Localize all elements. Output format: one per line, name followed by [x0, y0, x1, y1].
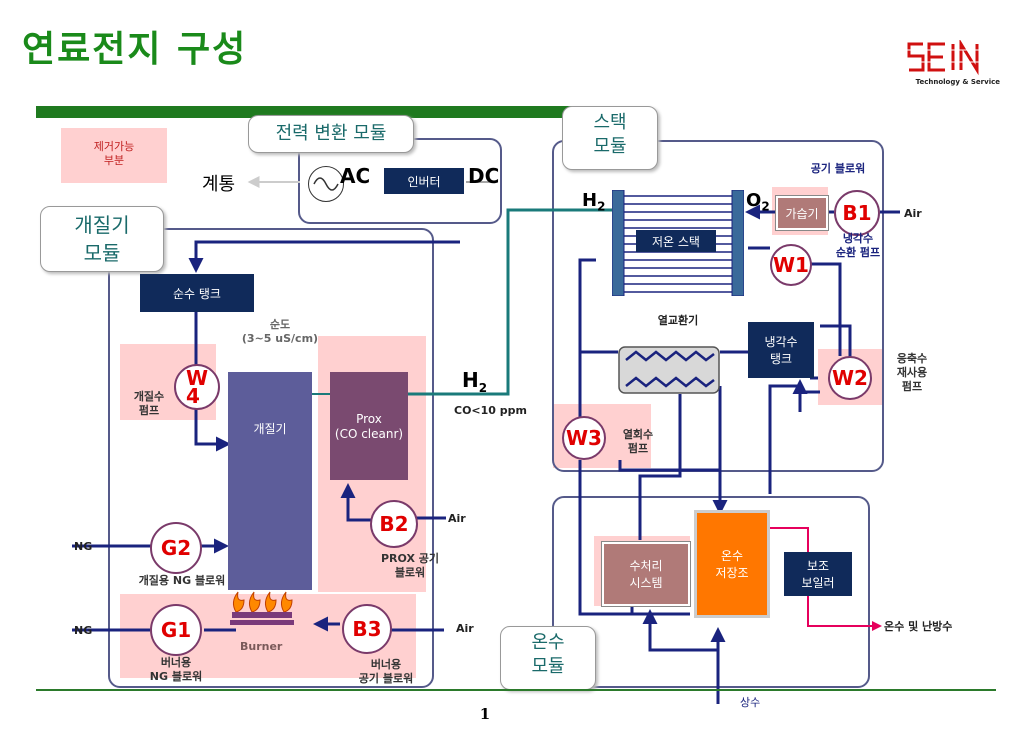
burner-flame-icon [228, 590, 296, 630]
w1-pump: W1 [770, 244, 812, 286]
reformer-module-tag: 개질기 모듈 [40, 206, 164, 272]
w4-pump: W 4 [174, 364, 220, 410]
grid-label: 계통 [202, 174, 236, 195]
g1-blower: G1 [150, 604, 202, 656]
b3-blower: B3 [342, 604, 392, 654]
g1-label: 버너용 NG 블로워 [149, 656, 203, 683]
tap-water-label: 상수 [740, 696, 761, 709]
ng-label-1: NG [74, 540, 93, 553]
w2-label: 응축수 재사용 펌프 [896, 352, 928, 393]
g2-blower: G2 [150, 522, 202, 574]
inverter-box: 인버터 [384, 168, 464, 194]
b2-blower: B2 [370, 500, 418, 548]
dc-label: DC [468, 164, 500, 188]
b2-label: PROX 공기 블로워 [380, 552, 440, 579]
humidifier: 가습기 [775, 195, 829, 231]
w3-pump: W3 [562, 416, 606, 460]
power-module-tag: 전력 변환 모듈 [248, 115, 414, 153]
b3-label: 버너용 공기 블로워 [358, 658, 414, 685]
stack-air-label: Air [904, 207, 922, 220]
sein-logo [905, 38, 997, 90]
removable-label: 제거가능 부분 [93, 140, 135, 167]
heat-exchanger-label: 열교환기 [657, 314, 699, 327]
removable-zone [61, 128, 167, 183]
reformer-unit: 개질기 [228, 372, 312, 590]
reformer-h2-label: H2 [462, 368, 488, 395]
purity-label: 순도 (3~5 uS/cm) [241, 318, 319, 345]
hot-water-output-label: 온수 및 난방수 [884, 620, 953, 633]
header-bar [36, 106, 596, 118]
prox-unit: Prox (CO cleanr) [330, 372, 408, 480]
w3-label: 열회수 펌프 [622, 428, 654, 455]
coolant-tank: 냉각수 탱크 [748, 322, 814, 378]
w2-pump: W2 [828, 356, 872, 400]
stack-o2-label: O2 [746, 190, 770, 214]
hotwater-module-frame [552, 496, 870, 688]
heat-exchanger [618, 346, 720, 394]
b1-blower: B1 [834, 190, 880, 236]
page-number: 1 [479, 705, 491, 723]
air-label-2: Air [456, 622, 474, 635]
stack-h2-label: H2 [582, 190, 606, 214]
stack-module-tag: 스택 모듈 [562, 106, 658, 170]
burner-label: Burner [240, 640, 283, 653]
footer-line [36, 689, 996, 691]
page-title: 연료전지 구성 [22, 29, 248, 70]
co-spec-label: CO<10 ppm [454, 404, 527, 417]
g2-label: 개질용 NG 블로워 [138, 574, 226, 587]
w4-label: 개질수 펌프 [133, 390, 165, 417]
reformer-module-frame [108, 228, 434, 688]
aux-boiler: 보조 보일러 [784, 552, 852, 596]
b1-label: 공기 블로워 [810, 162, 866, 175]
water-treatment-system: 수처리 시스템 [601, 541, 691, 607]
ng-label-2: NG [74, 624, 93, 637]
hotwater-module-tag: 온수 모듈 [500, 626, 596, 690]
ac-label: AC [340, 164, 371, 188]
pure-water-tank: 순수 탱크 [140, 274, 254, 312]
low-temp-stack-label: 저온 스택 [636, 230, 716, 252]
ac-source-icon [308, 166, 344, 202]
logo-subtitle: Technology & Service [915, 78, 1000, 86]
hot-water-tank: 온수 저장조 [694, 510, 770, 618]
w1-label: 냉각수 순환 펌프 [835, 232, 881, 259]
air-label-1: Air [448, 512, 466, 525]
